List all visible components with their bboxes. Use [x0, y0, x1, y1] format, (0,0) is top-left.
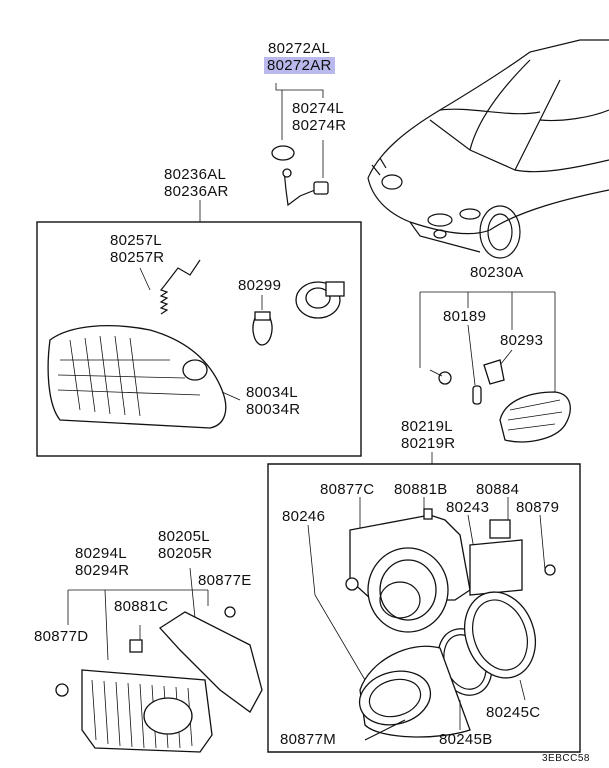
part-label-80294l: 80294L	[75, 545, 127, 562]
part-label-80246: 80246	[282, 508, 326, 525]
car-outline-drawing	[367, 39, 609, 259]
part-label-80879: 80879	[516, 499, 560, 516]
part-label-80294r: 80294R	[75, 562, 130, 579]
side-marker-bulb-drawing	[271, 83, 329, 207]
part-label-80293: 80293	[500, 332, 544, 349]
part-label-80877e: 80877E	[198, 572, 252, 589]
part-label-80877m: 80877M	[280, 731, 337, 748]
part-label-80272ar-highlighted[interactable]: 80272AR	[264, 57, 335, 74]
part-label-80877d: 80877D	[34, 628, 89, 645]
part-label-80230a: 80230A	[470, 264, 524, 281]
part-label-80034r: 80034R	[246, 401, 301, 418]
part-label-80236ar: 80236AR	[164, 183, 229, 200]
diagram-code: 3EBCC58	[542, 753, 590, 764]
corner-lamp-group	[36, 200, 362, 457]
part-label-80189: 80189	[443, 308, 487, 325]
part-label-80257r: 80257R	[110, 249, 165, 266]
part-label-80884: 80884	[476, 481, 520, 498]
part-label-80245b: 80245B	[439, 731, 493, 748]
part-label-80881b: 80881B	[394, 481, 448, 498]
part-label-80257l: 80257L	[110, 232, 162, 249]
part-label-80236al: 80236AL	[164, 166, 227, 183]
part-label-80219l: 80219L	[401, 418, 453, 435]
side-marker-group	[419, 291, 571, 443]
part-label-80274r: 80274R	[292, 117, 347, 134]
part-label-80877c: 80877C	[320, 481, 375, 498]
part-label-80299: 80299	[238, 277, 282, 294]
fog-lamp-assembly-group	[267, 452, 581, 753]
fog-lamp-cover-group	[55, 567, 263, 753]
part-label-80274l: 80274L	[292, 100, 344, 117]
part-label-80205l: 80205L	[158, 528, 210, 545]
part-label-80205r: 80205R	[158, 545, 213, 562]
part-label-80034l: 80034L	[246, 384, 298, 401]
part-label-80243: 80243	[446, 499, 490, 516]
part-label-80219r: 80219R	[401, 435, 456, 452]
part-label-80272al: 80272AL	[268, 40, 331, 57]
part-label-80245c: 80245C	[486, 704, 541, 721]
part-label-80881c: 80881C	[114, 598, 169, 615]
